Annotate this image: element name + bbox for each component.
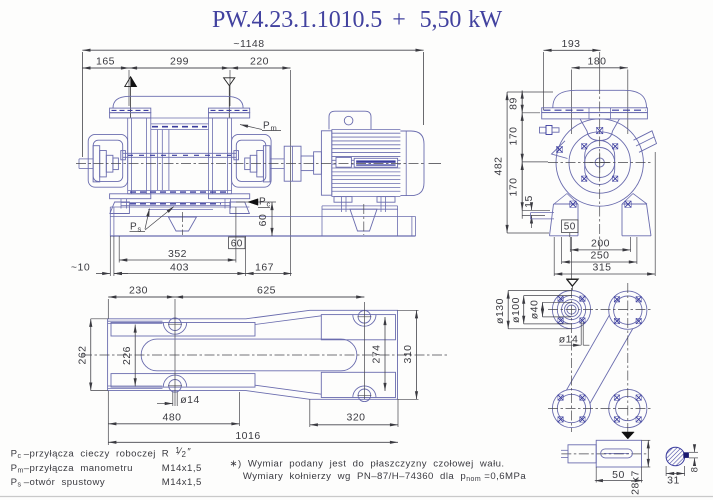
svg-text:315: 315 [592, 262, 611, 274]
svg-text:∗) Wymiar podany jest do: ∗) Wymiar podany jest do płaszczyzny czo… [230, 459, 505, 470]
svg-text:Wymiary kołnierzy wg PN–87/: Wymiary kołnierzy wg PN–87/H–74360 dla p… [243, 471, 526, 483]
svg-text:170: 170 [508, 177, 520, 196]
svg-text:220: 220 [250, 56, 269, 68]
svg-text:299: 299 [170, 56, 189, 68]
svg-text:P: P [263, 121, 270, 132]
svg-text:R 1⁄2″: R 1⁄2″ [162, 446, 192, 460]
svg-text:193: 193 [561, 38, 580, 50]
svg-text:89: 89 [508, 97, 520, 110]
svg-text:320: 320 [346, 412, 365, 424]
svg-text:Ps –otwór spustowy: Ps –otwór spustowy [11, 477, 106, 489]
svg-text:s: s [138, 225, 142, 234]
svg-text:P: P [130, 222, 137, 233]
svg-text:180: 180 [587, 55, 606, 67]
svg-text:230: 230 [129, 285, 148, 297]
svg-text:M14x1,5: M14x1,5 [162, 477, 202, 488]
svg-text:ø130: ø130 [494, 298, 506, 324]
svg-text:250: 250 [590, 250, 609, 262]
svg-text:167: 167 [255, 262, 274, 274]
svg-text:~10: ~10 [71, 262, 90, 274]
svg-text:28k7: 28k7 [630, 470, 642, 495]
svg-text:200: 200 [591, 238, 610, 250]
svg-text:262: 262 [77, 345, 89, 364]
svg-text:15: 15 [523, 195, 535, 208]
svg-text:1016: 1016 [235, 430, 260, 442]
svg-text:Pc –przyłącza cieczy robocze: Pc –przyłącza cieczy roboczej [11, 449, 156, 461]
svg-text:226: 226 [121, 346, 133, 365]
svg-text:ø100: ø100 [510, 297, 522, 323]
svg-text:274: 274 [371, 344, 383, 363]
svg-text:482: 482 [493, 156, 505, 175]
svg-text:Pm–przyłącza manometru: Pm–przyłącza manometru [11, 463, 133, 475]
svg-text:c: c [267, 200, 271, 209]
svg-text:31: 31 [667, 475, 680, 487]
svg-text:ø14: ø14 [559, 334, 579, 346]
svg-text:M14x1,5: M14x1,5 [162, 463, 202, 474]
svg-text:~1148: ~1148 [233, 38, 264, 50]
svg-text:ø14: ø14 [180, 394, 200, 406]
svg-text:60: 60 [231, 238, 243, 249]
svg-text:50: 50 [564, 222, 576, 233]
svg-text:50: 50 [612, 469, 625, 481]
svg-text:170: 170 [508, 126, 520, 145]
svg-text:60: 60 [257, 214, 269, 227]
svg-text:403: 403 [170, 262, 189, 274]
svg-text:480: 480 [162, 411, 181, 423]
svg-text:8: 8 [690, 467, 701, 473]
svg-text:165: 165 [96, 56, 115, 68]
svg-text:310: 310 [402, 344, 414, 363]
svg-text:625: 625 [257, 285, 276, 297]
svg-text:352: 352 [168, 248, 187, 260]
svg-text:m: m [271, 124, 278, 133]
svg-text:ø40: ø40 [529, 300, 541, 320]
